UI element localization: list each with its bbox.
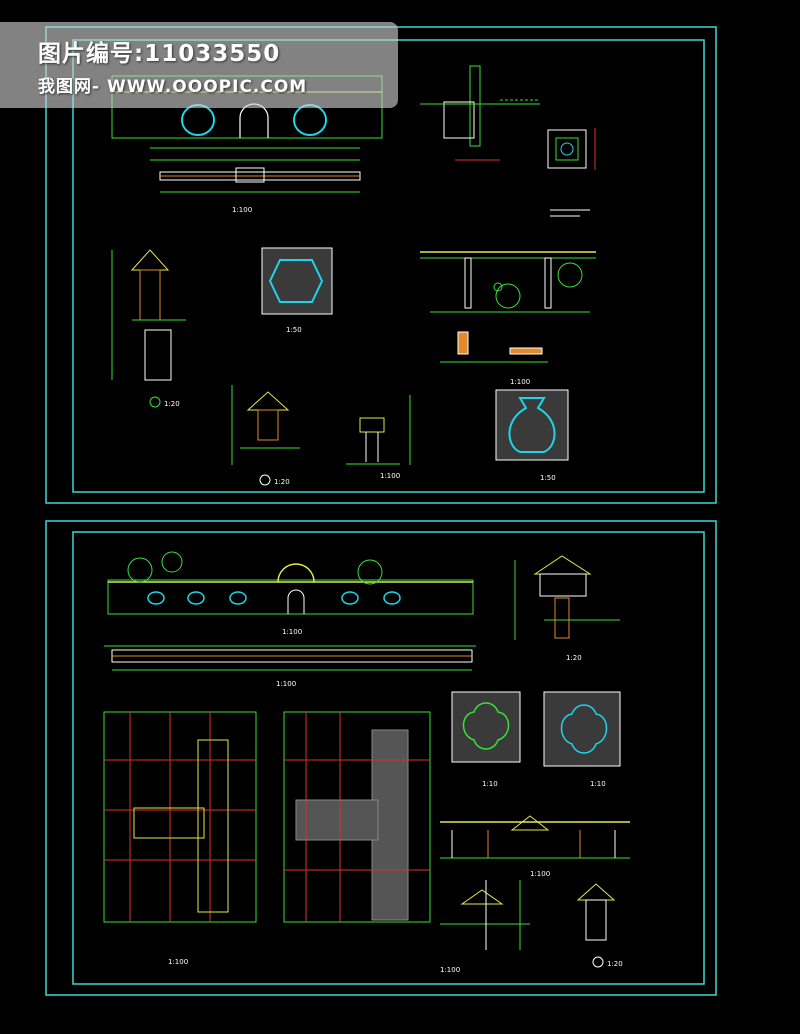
column-detail-a: 1:20 [111,249,186,408]
corridor-elevation: 1:100 [420,251,596,386]
gate-detail: 1:20 [514,555,620,662]
watermark-banner: 图片编号:11033550 我图网- WWW.OOOPIC.COM [0,22,398,108]
window-b-detail: 1:10 [543,691,621,788]
label-window-a: 1:10 [482,780,498,788]
label-small-elevation: 1:100 [380,472,400,480]
section-detail: 1:100 [440,880,530,974]
plan-left: 1:100 [103,711,257,966]
label-detail-b: 1:20 [274,478,290,486]
label-gate-detail: 1:20 [566,654,582,662]
window-a-detail: 1:10 [451,691,521,788]
corridor-elevation-bottom: 1:100 [440,815,630,878]
label-wall-plan: 1:100 [276,680,296,688]
hex-window-detail: 1:50 [261,247,333,334]
label-corridor-elev: 1:100 [530,870,550,878]
sheet-top: 1:100 1:20 [45,26,717,504]
sheet-bottom: 1:100 1:100 1:20 1:10 1:10 [45,520,717,996]
label-plan-left: 1:100 [168,958,188,966]
column-section-detail [420,65,540,161]
label-window-b: 1:10 [590,780,606,788]
square-plan-detail [547,128,596,217]
column-detail-b: 1:20 [231,385,300,486]
label-hex-window: 1:50 [286,326,302,334]
watermark-site: 我图网- WWW.OOOPIC.COM [38,77,308,97]
wall-elevation: 1:100 [107,551,474,636]
watermark-image-id: 图片编号:11033550 [38,41,281,67]
label-section: 1:100 [440,966,460,974]
label-front-elevation: 1:100 [232,206,252,214]
label-wall-elevation: 1:100 [282,628,302,636]
plan-right [283,711,431,923]
label-vase-window: 1:50 [540,474,556,482]
vase-window-detail: 1:50 [495,389,569,482]
small-elevation: 1:100 [346,395,411,480]
label-detail-a: 1:20 [164,400,180,408]
label-corridor-elevation: 1:100 [510,378,530,386]
detail-c: 1:20 [576,883,623,968]
sheet-bottom-inner-frame [72,531,705,985]
sheet-bottom-outer-frame [45,520,717,996]
wall-plan-strip: 1:100 [104,645,476,688]
label-detail-c: 1:20 [607,960,623,968]
